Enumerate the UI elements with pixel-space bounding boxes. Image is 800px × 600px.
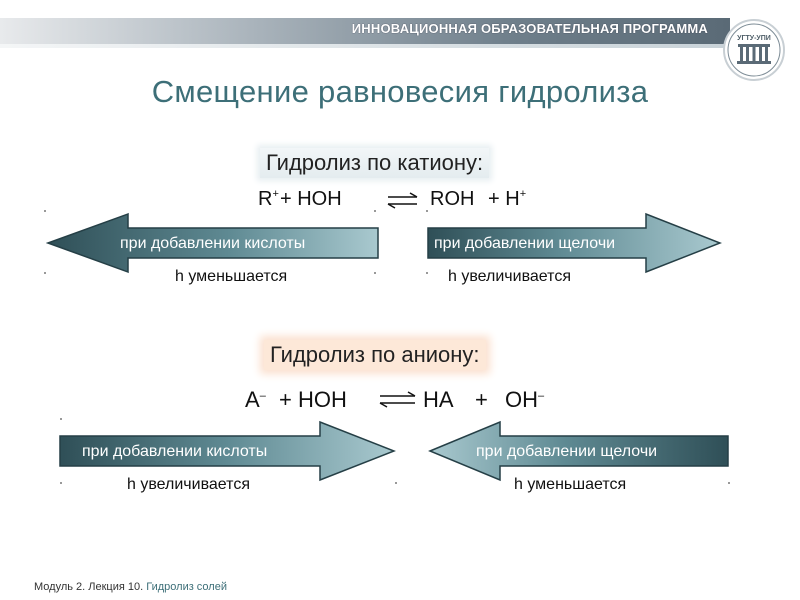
eq-plus-h: + H+ (488, 188, 527, 210)
eq-oh: OH– (505, 387, 545, 412)
anion-equation: A– + HOH HA + OH– (245, 387, 565, 415)
cation-left-note: h уменьшается (175, 268, 288, 285)
cation-right-note: h увеличивается (448, 268, 571, 285)
decor-dot (395, 482, 397, 484)
eq-ha: HA (423, 387, 454, 412)
anion-heading: Гидролиз по аниону: (264, 340, 486, 370)
decor-dot (44, 210, 46, 212)
university-logo: УГТУ-УПИ (723, 19, 785, 81)
eq-plus: + (475, 387, 488, 412)
decor-dot (60, 418, 62, 420)
header-bar-shadow (0, 44, 730, 48)
anion-right-arrow-label: при добавлении щелочи (476, 443, 658, 460)
eq-plus-hoh: + HOH (280, 188, 342, 210)
logo-text: УГТУ-УПИ (737, 35, 771, 42)
anion-right-note: h уменьшается (514, 476, 627, 493)
anion-left-arrow-label: при добавлении кислоты (82, 443, 268, 460)
decor-dot (728, 482, 730, 484)
equilibrium-arrows-icon (387, 192, 418, 209)
header-bar (0, 18, 730, 44)
anion-right-arrow (428, 420, 729, 482)
cation-equation: R+ + HOH ROH + H+ (258, 188, 558, 214)
decor-dot (426, 272, 428, 274)
anion-left-arrow (59, 420, 396, 482)
slide-title: Смещение равновесия гидролиза (151, 74, 649, 109)
decor-dot (60, 482, 62, 484)
cation-heading: Гидролиз по катиону: (260, 148, 490, 178)
eq-r: R+ (258, 188, 279, 210)
program-title: ИННОВАЦИОННАЯ ОБРАЗОВАТЕЛЬНАЯ ПРОГРАММА (351, 21, 708, 36)
anion-left-note: h увеличивается (127, 476, 250, 493)
footer-module: Модуль 2. Лекция 10. (34, 581, 144, 593)
eq-plus-hoh: + HOH (279, 387, 347, 412)
cation-left-arrow-label: при добавлении кислоты (120, 235, 306, 252)
decor-dot (374, 272, 376, 274)
decor-dot (426, 210, 428, 212)
footer-topic: Гидролиз солей (146, 581, 227, 593)
cation-left-arrow (46, 212, 379, 274)
decor-dot (44, 272, 46, 274)
cation-right-arrow-label: при добавлении щелочи (434, 235, 616, 252)
equilibrium-arrows-icon (379, 391, 416, 408)
footer: Модуль 2. Лекция 10. Гидролиз солей (34, 581, 227, 593)
decor-dot (374, 210, 376, 212)
cation-right-arrow (427, 212, 722, 274)
eq-a: A– (245, 387, 266, 412)
eq-roh: ROH (430, 188, 475, 210)
